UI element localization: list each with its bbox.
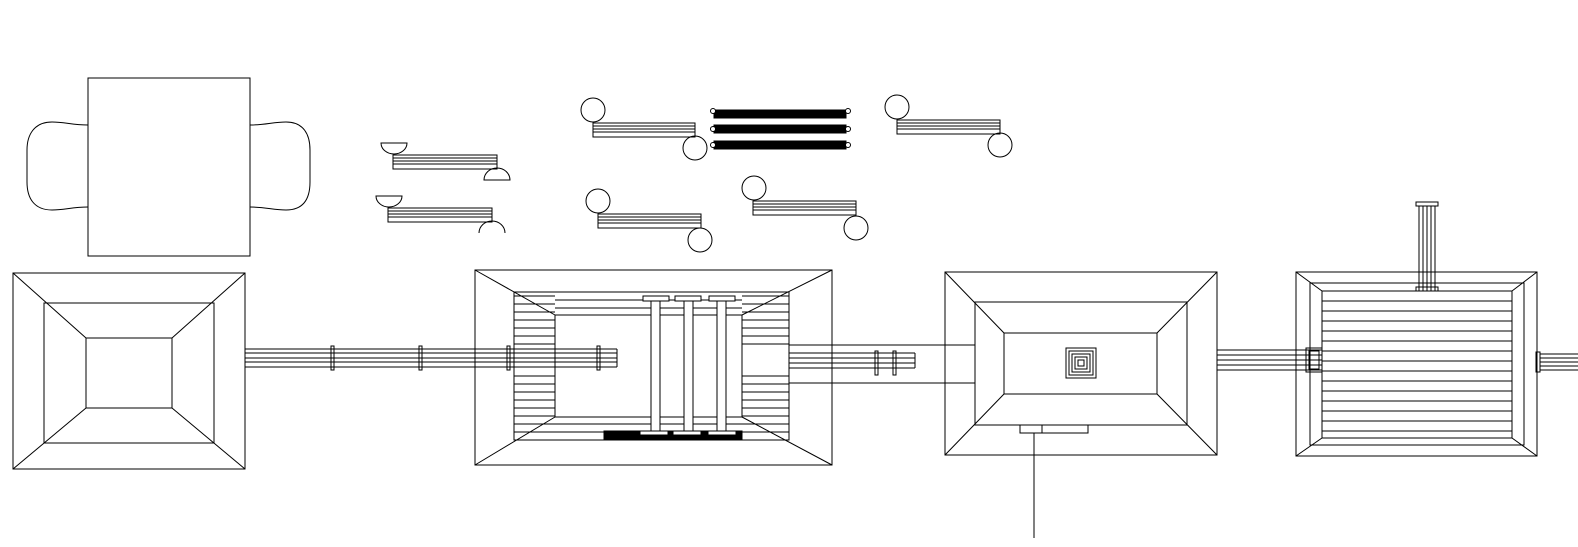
walkway-4-east <box>1535 351 1578 373</box>
bench-with-stools-3 <box>741 175 869 241</box>
walkway-3 <box>1217 347 1323 373</box>
bench-with-stools-2 <box>585 188 713 253</box>
lounger-1 <box>380 142 511 181</box>
pavilion-3-roof <box>944 271 1218 538</box>
bench-with-stools-4 <box>884 94 1013 158</box>
bench-with-stools-1 <box>580 97 708 161</box>
pavilion-2-benches <box>603 295 743 440</box>
pavilion-4-roof <box>1295 271 1538 457</box>
lounger-2 <box>375 195 506 234</box>
walkway-1 <box>245 345 618 371</box>
chair-left <box>26 121 89 211</box>
pavilion-4-north-connector <box>1415 201 1439 292</box>
table-top <box>87 77 251 257</box>
black-bars-stack <box>710 108 851 150</box>
chair-right <box>249 121 311 211</box>
pavilion-1-roof <box>12 272 246 470</box>
walkway-2 <box>789 344 975 384</box>
table-with-chairs <box>26 77 311 257</box>
